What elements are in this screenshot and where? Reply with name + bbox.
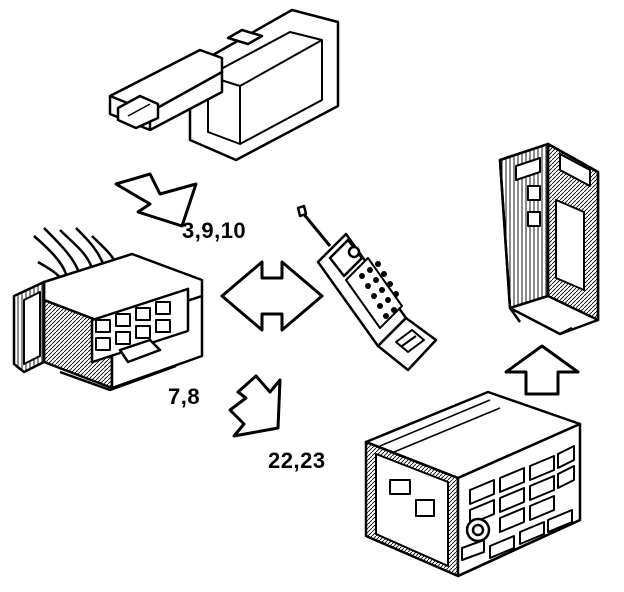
bidirectional-arrow [220, 260, 324, 332]
connector-icon [12, 227, 204, 392]
display-module-icon [108, 8, 340, 162]
top-arrow [114, 172, 198, 228]
top-arrow-steps-label: 3,9,10 [182, 218, 247, 243]
transceiver-icon [498, 142, 600, 336]
radio-icon [364, 390, 582, 578]
lower-arrow [228, 374, 282, 438]
up-arrow [504, 344, 580, 396]
bottom-steps-label: 22,23 [268, 448, 326, 473]
lower-arrow-steps-label: 7,8 [168, 384, 201, 409]
phone-icon [296, 204, 438, 372]
